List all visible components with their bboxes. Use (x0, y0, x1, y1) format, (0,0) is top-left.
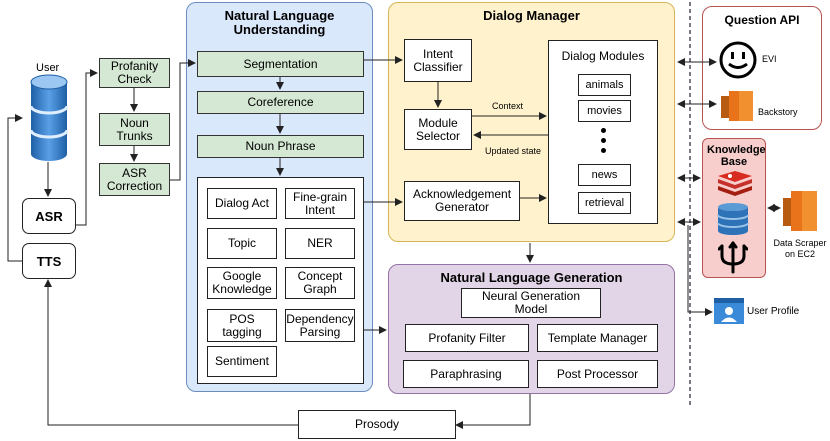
segmentation-box: Segmentation (197, 51, 364, 77)
google-knowledge-module: Google Knowledge (207, 267, 277, 299)
nlu-title: Natural Language Understanding (224, 8, 335, 37)
data-scraper-label: Data Scraper on EC2 (773, 238, 827, 259)
dialog-act-module: Dialog Act (207, 188, 277, 219)
coreference-box: Coreference (197, 91, 364, 114)
tts-box: TTS (22, 243, 76, 279)
dialog-module-animals: animals (578, 74, 631, 96)
question-api-title: Question API (724, 13, 800, 27)
noun-phrase-box: Noun Phrase (197, 135, 364, 158)
ner-module: NER (285, 228, 355, 259)
data-scraper-aws-icon (783, 191, 817, 231)
knowledge-base-title: Knowledge Base (707, 144, 766, 168)
context-label: Context (492, 101, 524, 111)
user-label: User (36, 62, 60, 74)
user-profile-label: User Profile (747, 306, 800, 317)
trident-icon (718, 241, 748, 274)
evi-smiley-icon (719, 41, 757, 79)
dialog-module-news: news (578, 164, 631, 186)
asr-box: ASR (22, 198, 76, 234)
neural-generation-model-box: Neural Generation Model (461, 288, 601, 318)
backstory-label: Backstory (758, 107, 798, 117)
template-manager-box: Template Manager (537, 324, 658, 352)
acknowledgement-generator-box: Acknowledgement Generator (404, 181, 520, 221)
module-selector-box: Module Selector (404, 109, 472, 150)
pos-tagging-module: POS tagging (207, 309, 277, 342)
topic-module: Topic (207, 228, 277, 259)
dialog-module-movies: movies (578, 100, 631, 122)
intent-classifier-box: Intent Classifier (404, 39, 472, 82)
dynamodb-icon (717, 203, 749, 235)
paraphrasing-box: Paraphrasing (403, 360, 529, 388)
nlg-title: Natural Language Generation (440, 270, 623, 285)
prosody-box: Prosody (298, 410, 456, 439)
redis-icon (718, 171, 752, 196)
noun-trunks-box: Noun Trunks (99, 113, 170, 146)
updated-state-label: Updated state (485, 146, 542, 156)
sentiment-module: Sentiment (207, 346, 277, 377)
user-database-icon (30, 74, 68, 161)
backstory-aws-icon (721, 91, 753, 121)
profanity-check-box: Profanity Check (99, 58, 170, 88)
dependency-parsing-module: Dependency Parsing (285, 309, 355, 342)
dm-title: Dialog Manager (483, 8, 580, 23)
fine-grain-intent-module: Fine-grain Intent (285, 188, 355, 219)
dialog-module-retrieval: retrieval (578, 192, 631, 214)
concept-graph-module: Concept Graph (285, 267, 355, 299)
asr-correction-box: ASR Correction (99, 163, 170, 196)
user-profile-icon (714, 298, 744, 324)
dialog-modules-title: Dialog Modules (561, 49, 645, 63)
profanity-filter-box: Profanity Filter (405, 324, 529, 352)
evi-label: EVI (762, 54, 777, 64)
post-processor-box: Post Processor (537, 360, 658, 388)
ellipsis-dots (601, 128, 607, 153)
